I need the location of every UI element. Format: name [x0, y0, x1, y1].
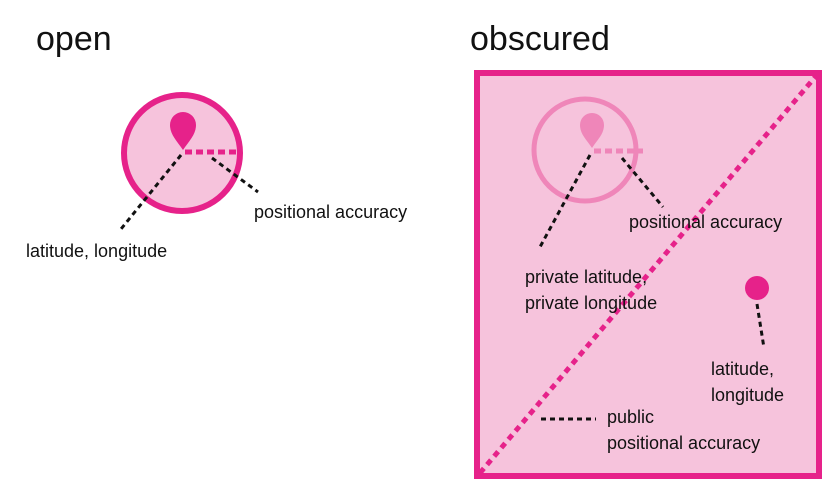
open-panel-title: open [36, 20, 112, 58]
open-accuracy-circle [121, 92, 243, 214]
public-accuracy-label-line2: positional accuracy [607, 433, 761, 453]
private-coords-label-line2: private longitude [525, 293, 658, 313]
public-coords-leader [755, 303, 766, 349]
public-location-dot-icon [745, 276, 769, 300]
private-accuracy-label: positional accuracy [629, 212, 783, 232]
public-coords-label-line2: longitude [711, 385, 785, 405]
obscured-panel-title: obscured [470, 20, 610, 58]
open-map-pin-icon [170, 112, 196, 150]
private-map-pin-icon [580, 113, 604, 148]
private-coords-label-line1: private latitude, [525, 267, 648, 287]
public-accuracy-diagonal-dashed [478, 74, 818, 475]
open-coords-label: latitude, longitude [26, 241, 168, 261]
obscured-panel-graphics [474, 70, 822, 479]
private-accuracy-circle [531, 96, 639, 204]
open-panel-graphics [119, 92, 259, 230]
private-accuracy-leader [620, 157, 665, 208]
open-coords-leader [119, 154, 183, 230]
public-coords-label-line1: latitude, [711, 359, 775, 379]
open-accuracy-label: positional accuracy [254, 202, 408, 222]
open-accuracy-leader [211, 156, 259, 194]
public-accuracy-label-line1: public [607, 407, 655, 427]
